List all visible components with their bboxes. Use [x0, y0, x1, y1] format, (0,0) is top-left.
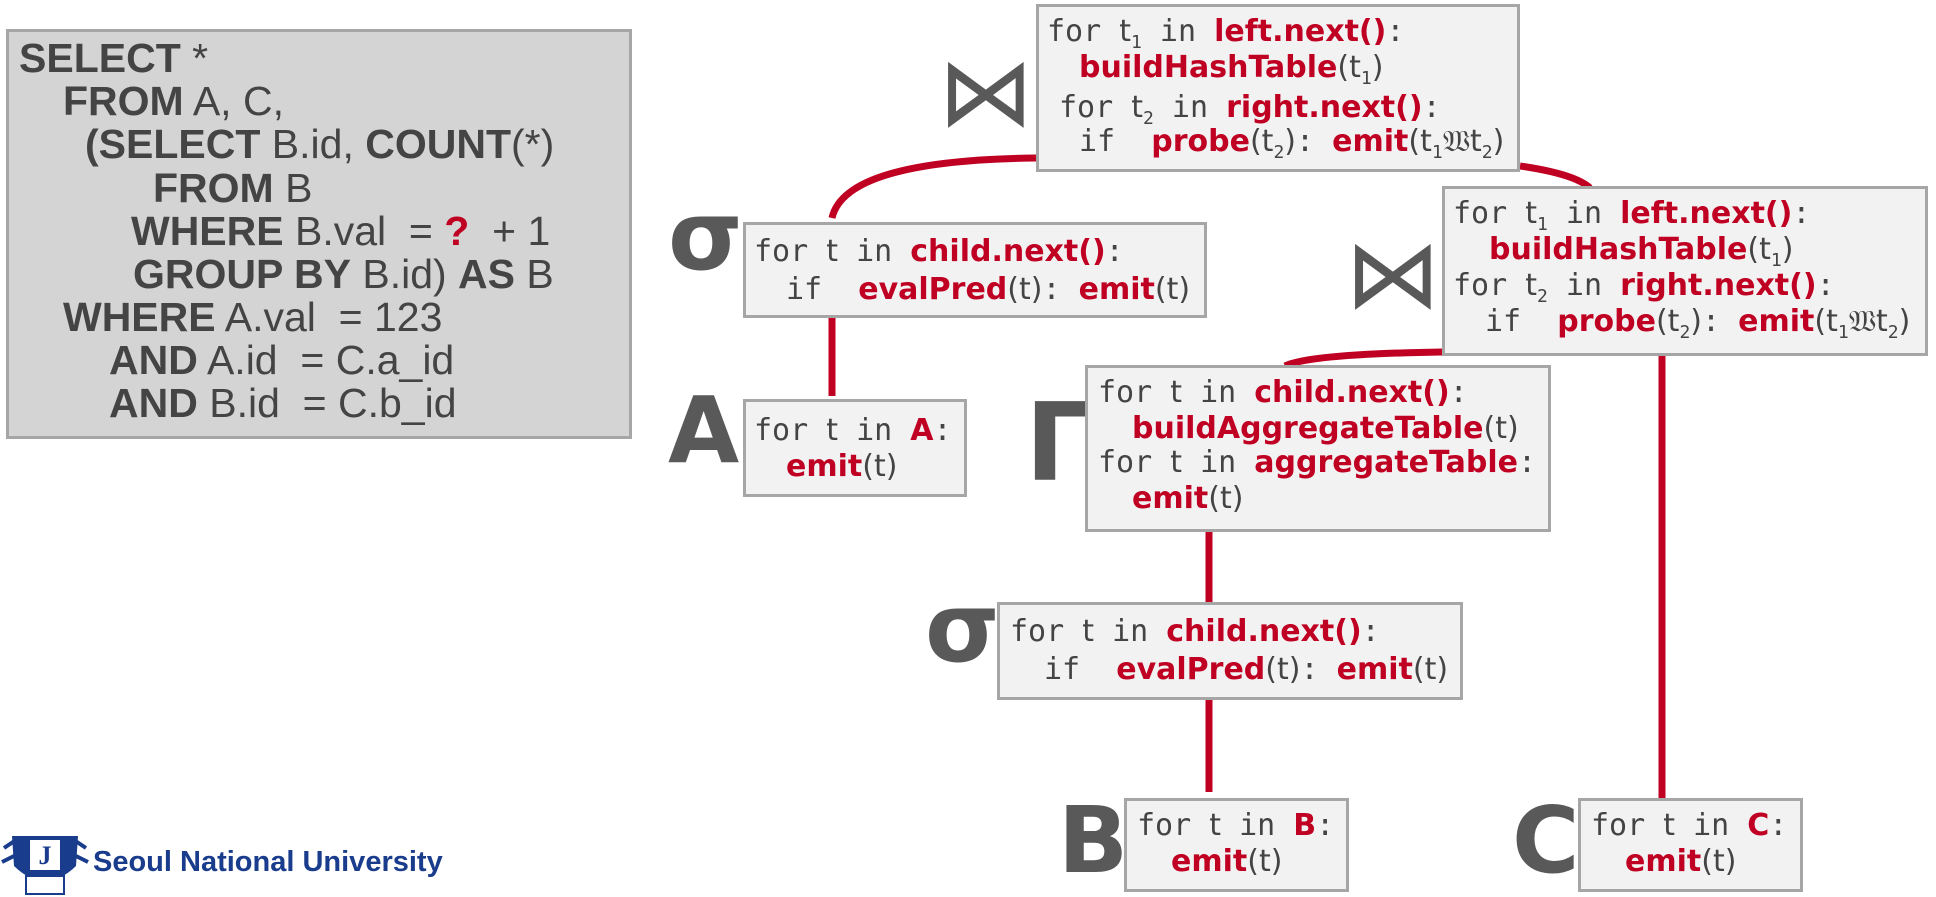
sql-text: B.id,	[260, 121, 366, 167]
code-line: if probe(t2): emit(t1𝔚t2)	[1079, 124, 1505, 164]
scan-b-box: for t in B: emit(t)	[1124, 798, 1349, 892]
sql-line-and-2: AND B.id = C.b_id	[109, 381, 457, 425]
sql-keyword: AND	[109, 380, 198, 426]
scan-c-symbol: C	[1512, 787, 1580, 894]
code-line: for t in B:	[1137, 808, 1335, 843]
code-line: for t in aggregateTable:	[1098, 445, 1537, 480]
sql-text: B.id)	[350, 251, 459, 297]
sql-text: B	[273, 165, 313, 211]
sql-keyword: (SELECT	[85, 121, 261, 167]
join-right-symbol-icon: ⋈	[1345, 218, 1441, 330]
select-a-symbol-icon: σ	[668, 180, 743, 292]
sql-line-subselect: (SELECT B.id, COUNT(*)	[85, 122, 554, 166]
edge-join-top-to-select-a	[828, 154, 1037, 219]
code-line: buildAggregateTable(t)	[1132, 411, 1519, 446]
join-top-symbol-icon: ⋈	[938, 36, 1034, 148]
aggregate-box: for t in child.next(): buildAggregateTab…	[1085, 365, 1551, 532]
code-line: for t1 in left.next():	[1453, 196, 1811, 236]
sql-text: + 1	[469, 208, 551, 254]
sql-keyword: AS	[458, 251, 516, 297]
code-line: for t2 in right.next():	[1059, 90, 1441, 130]
svg-text:J: J	[39, 841, 52, 870]
code-line: for t in child.next():	[1098, 375, 1468, 410]
code-line: if probe(t2): emit(t1𝔚t2)	[1485, 304, 1911, 344]
sql-text: B.val =	[283, 208, 445, 254]
code-line: emit(t)	[1625, 844, 1737, 879]
gamma-symbol-icon: Γ	[1025, 381, 1094, 506]
sql-keyword: GROUP BY	[133, 251, 351, 297]
sql-line-sub-where: WHERE B.val = ? + 1	[131, 209, 550, 253]
sql-line-group-by: GROUP BY B.id) AS B	[133, 252, 554, 296]
edge-join-right-to-gamma	[1283, 348, 1443, 370]
code-line: buildHashTable(t1)	[1489, 232, 1794, 272]
sql-keyword: FROM	[153, 165, 274, 211]
code-line: buildHashTable(t1)	[1079, 50, 1384, 90]
scan-b-symbol: B	[1058, 787, 1129, 894]
code-line: for t in child.next():	[754, 234, 1124, 269]
join-right-box: for t1 in left.next(): buildHashTable(t1…	[1442, 186, 1928, 356]
code-line: emit(t)	[1132, 481, 1244, 516]
code-line: emit(t)	[786, 449, 898, 484]
scan-a-box: for t in A: emit(t)	[743, 399, 967, 497]
sql-line-select: SELECT *	[19, 36, 208, 80]
scan-a-symbol: A	[668, 377, 740, 484]
sql-text: A, C,	[183, 78, 284, 124]
code-line: for t1 in left.next():	[1047, 14, 1405, 54]
code-line: for t in child.next():	[1010, 614, 1380, 649]
sql-text: *	[180, 35, 209, 81]
sql-keyword: WHERE	[131, 208, 284, 254]
sql-line-and-1: AND A.id = C.a_id	[109, 338, 454, 382]
sql-line-sub-from: FROM B	[153, 166, 312, 210]
code-line: for t in A:	[754, 413, 952, 448]
sql-keyword: FROM	[63, 78, 184, 124]
sql-text: B.id = C.b_id	[197, 380, 457, 426]
sql-parameter: ?	[444, 208, 470, 254]
code-line: if evalPred(t): emit(t)	[786, 272, 1191, 307]
code-line: for t in C:	[1591, 808, 1788, 843]
join-top-box: for t1 in left.next(): buildHashTable(t1…	[1036, 4, 1520, 172]
sql-text: (*)	[511, 121, 555, 167]
sql-text: A.id = C.a_id	[197, 337, 455, 383]
edge-join-top-to-join-right	[1519, 162, 1593, 191]
select-a-box: for t in child.next(): if evalPred(t): e…	[743, 222, 1207, 318]
sql-line-where: WHERE A.val = 123	[63, 295, 442, 339]
scan-c-box: for t in C: emit(t)	[1578, 798, 1803, 892]
sql-keyword: SELECT	[19, 35, 181, 81]
sql-query-box: SELECT * FROM A, C, (SELECT B.id, COUNT(…	[6, 29, 632, 439]
sql-keyword: AND	[109, 337, 198, 383]
code-line: if evalPred(t): emit(t)	[1044, 652, 1449, 687]
university-logo-icon: J	[1, 836, 89, 895]
select-b-box: for t in child.next(): if evalPred(t): e…	[997, 602, 1463, 700]
code-line: for t2 in right.next():	[1453, 268, 1835, 308]
code-line: emit(t)	[1171, 844, 1283, 879]
select-b-symbol-icon: σ	[925, 572, 1000, 684]
sql-line-from: FROM A, C,	[63, 79, 284, 123]
university-name: Seoul National University	[93, 846, 443, 878]
sql-keyword: WHERE	[63, 294, 216, 340]
sql-text: A.val = 123	[215, 294, 443, 340]
sql-text: B	[515, 251, 554, 297]
sql-keyword: COUNT	[365, 121, 511, 167]
